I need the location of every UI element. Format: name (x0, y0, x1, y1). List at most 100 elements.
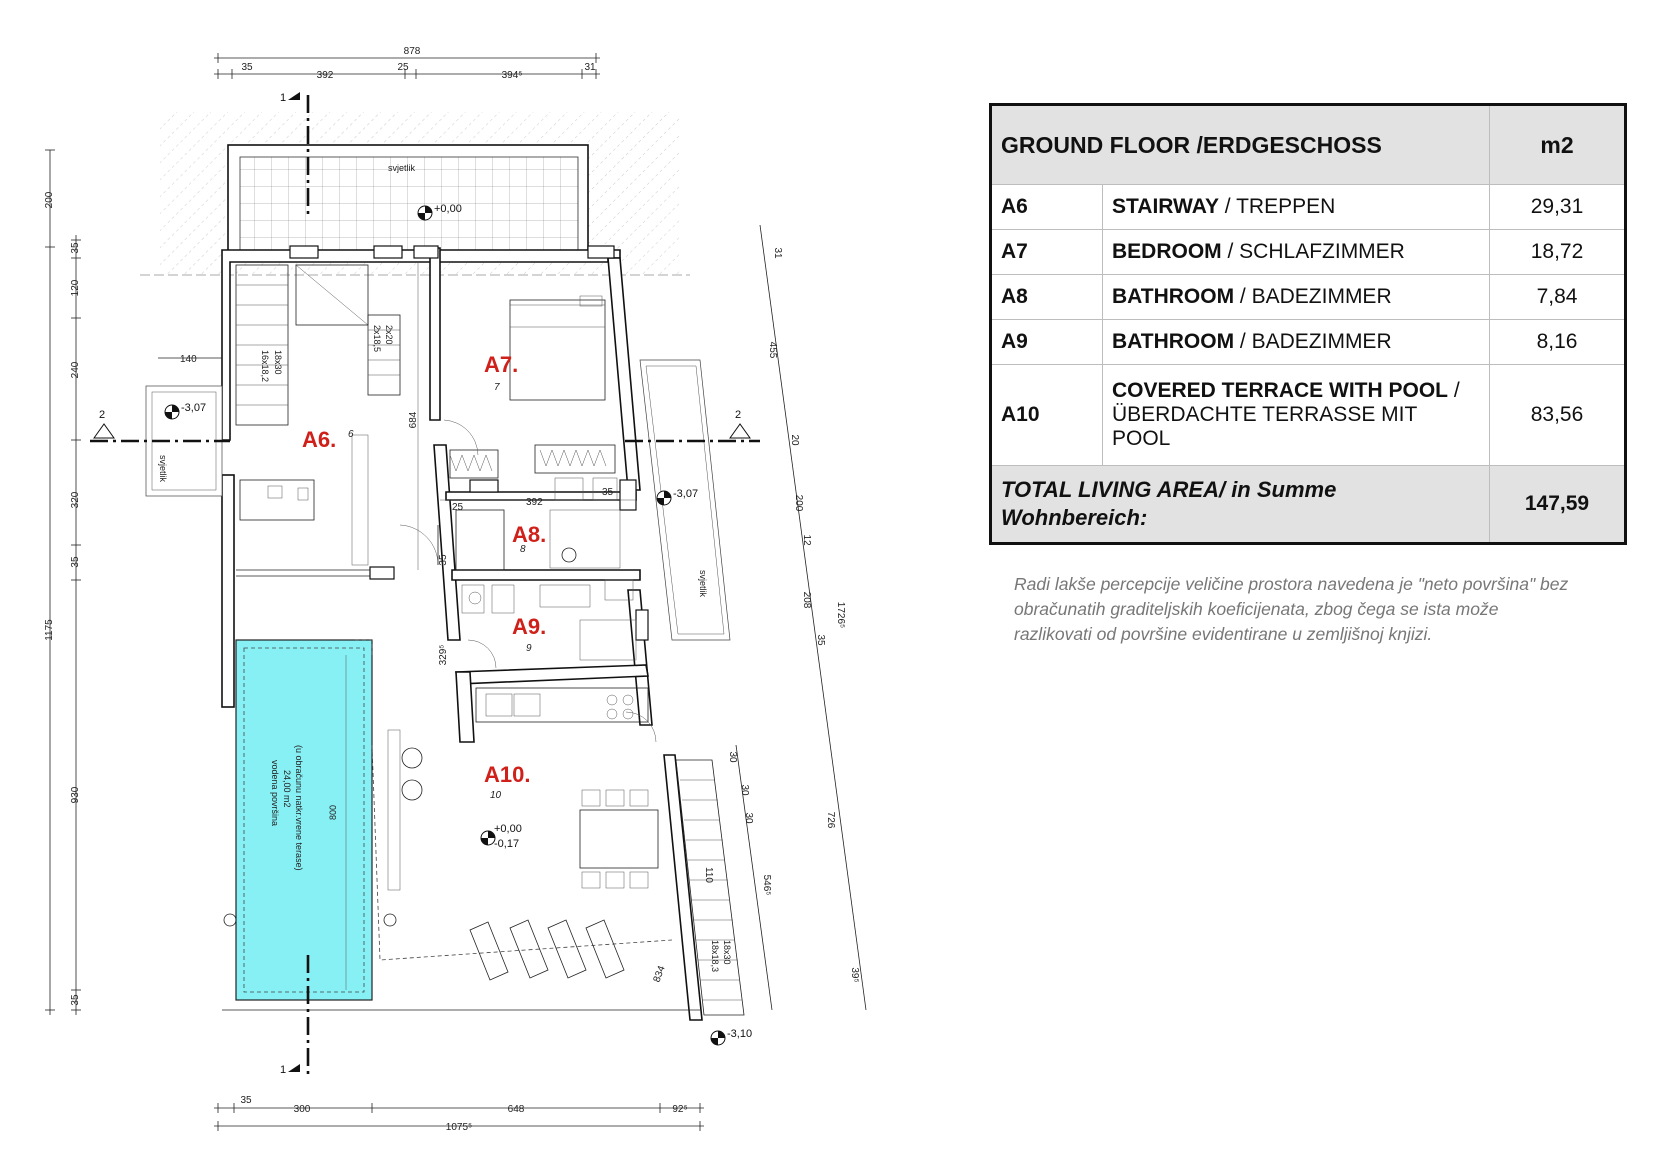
dim-top-3: 25 (397, 62, 409, 73)
skylight-top: svjetlik (227, 144, 589, 256)
area-note: Radi lakše percepcije veličine prostora … (1014, 574, 1569, 644)
building-walls (221, 245, 703, 1021)
level-left-skylight: -3,07 (181, 402, 206, 414)
terrace-a10 (222, 729, 700, 1011)
row-area: 18,72 (1489, 229, 1626, 275)
a8-fixtures (455, 477, 621, 571)
room-code-a7: A7. (484, 352, 518, 377)
table-row: A8 BATHROOM / BADEZIMMER 7,84 (990, 274, 1626, 320)
room-code-a6: A6. (302, 427, 336, 452)
a6-furniture (239, 434, 439, 566)
section-2-right-mark: 2 (735, 409, 741, 421)
dim-inner-30c: 30 (743, 812, 754, 824)
row-name: BATHROOM / BADEZIMMER (1102, 274, 1490, 320)
dim-right-inner-2: 455 (767, 342, 778, 359)
row-name-en: BATHROOM (1112, 285, 1235, 308)
row-area: 7,84 (1489, 274, 1626, 320)
table-row: A9 BATHROOM / BADEZIMMER 8,16 (990, 319, 1626, 365)
stair-note-5: 18x30 (722, 940, 732, 965)
total-label: TOTAL LIVING AREA/ in Summe Wohnbereich: (990, 465, 1490, 544)
dim-right-inner-6: 208 (801, 592, 812, 609)
a7-furniture (443, 295, 616, 479)
row-name: BEDROOM / SCHLAFZIMMER (1102, 229, 1490, 275)
table-row: A7 BEDROOM / SCHLAFZIMMER 18,72 (990, 229, 1626, 275)
dim-inner-35b: 35 (438, 554, 449, 566)
section-2-left-mark: 2 (99, 409, 105, 421)
right-dimensions: 31 455 20 200 12 208 35 546⁵ 1726⁵ 726 3… (735, 224, 867, 1011)
stair-note-3: 2x20 (384, 325, 394, 345)
row-name: STAIRWAY / TREPPEN (1102, 184, 1490, 230)
pool-label-3: (u obračunu natkr.vrene terase) (294, 745, 304, 871)
area-table-header: GROUND FLOOR /ERDGESCHOSS m2 (990, 104, 1626, 185)
dim-bottom-overall: 1075⁵ (446, 1122, 472, 1133)
row-name-de: / TREPPEN (1218, 195, 1336, 218)
level-terrace-top: +0,00 (494, 823, 522, 835)
dim-bottom-1: 35 (240, 1095, 252, 1106)
level-stair-bottom: -3,10 (727, 1028, 752, 1040)
row-name-de: / BADEZIMMER (1234, 285, 1392, 308)
dim-right-inner-5: 12 (801, 534, 812, 546)
inner-dimensions: 140 684 25 392 35 35 329⁵ 110 834 30 30 … (158, 262, 754, 984)
total-area: 147,59 (1489, 465, 1626, 544)
row-name-en: BATHROOM (1112, 330, 1235, 353)
dim-left-outer-1: 200 (44, 191, 55, 208)
row-name-en: COVERED TERRACE WITH POOL (1112, 379, 1449, 402)
dim-inner-110: 110 (703, 867, 714, 883)
dim-right-inner-1: 31 (772, 247, 783, 259)
area-table: GROUND FLOOR /ERDGESCHOSS m2 A6 STAIRWAY… (989, 103, 1627, 545)
row-code: A7 (990, 229, 1103, 275)
row-name-de: / SCHLAFZIMMER (1221, 240, 1405, 263)
section-axes: 1 1 2 2 (90, 92, 760, 1076)
dim-right-inner-8: 546⁵ (761, 875, 772, 896)
row-name-de: / BADEZIMMER (1234, 330, 1392, 353)
skylight-left-label: svjetlik (158, 455, 168, 483)
dim-inner-35a: 35 (602, 487, 614, 498)
stair-note-2: 16x18,2 (260, 350, 270, 382)
pool: vodena površina 24,00 m2 (u obračunu nat… (223, 639, 397, 1001)
a9-fixtures (461, 579, 637, 669)
top-dimensions: 878 35 392 25 394⁵ 31 (214, 46, 600, 81)
dim-inner-140: 140 (180, 354, 197, 365)
dim-left-inner-6: 930 (70, 786, 81, 803)
dim-inner-25: 25 (452, 502, 464, 513)
stair-a6: 18x30 16x18,2 2x20 2x18,5 (235, 264, 401, 426)
skylight-right: svjetlik (639, 359, 731, 641)
dim-inner-3295: 329⁵ (438, 645, 449, 666)
pool-label-1: vodena površina (270, 760, 280, 826)
row-name: COVERED TERRACE WITH POOL / ÜBERDACHTE T… (1102, 364, 1490, 466)
dim-left-outer-2: 1175 (44, 619, 55, 641)
bottom-dimensions: 35 300 648 92⁵ 1075⁵ (214, 1095, 704, 1133)
room-num-a8: 8 (520, 544, 526, 555)
dim-left-inner-3: 240 (70, 361, 81, 378)
dim-inner-30a: 30 (727, 751, 738, 763)
room-num-a10: 10 (490, 790, 502, 801)
section-1-bottom-mark: 1 (280, 1064, 286, 1076)
dim-right-inner-3: 20 (789, 434, 800, 446)
dim-top-1: 35 (241, 62, 253, 73)
table-row: A6 STAIRWAY / TREPPEN 29,31 (990, 184, 1626, 230)
section-1-top-mark: 1 (280, 92, 286, 104)
dim-top-overall: 878 (404, 46, 421, 57)
row-area: 29,31 (1489, 184, 1626, 230)
room-labels: A6. 6 A7. 7 A8. 8 A9. 9 A10. 10 (302, 352, 546, 801)
skylight-label: svjetlik (388, 163, 416, 173)
row-name-en: BEDROOM (1112, 240, 1222, 263)
dim-left-inner-2: 120 (70, 279, 81, 296)
level-skylight: +0,00 (434, 203, 462, 215)
row-name-de: / ÜBERDACHTE TERRASSE MIT POOL (1112, 379, 1460, 450)
area-table-title: GROUND FLOOR /ERDGESCHOSS (990, 104, 1490, 185)
kitchen-counter (475, 687, 657, 743)
dim-left-inner-5: 35 (70, 556, 81, 568)
dim-right-inner-7: 35 (815, 634, 826, 646)
room-code-a8: A8. (512, 522, 546, 547)
dim-inner-684: 684 (408, 411, 419, 428)
room-code-a9: A9. (512, 614, 546, 639)
row-area: 83,56 (1489, 364, 1626, 466)
dim-inner-834: 834 (652, 964, 668, 984)
dim-bottom-2: 300 (294, 1104, 311, 1115)
dim-bottom-3: 648 (508, 1104, 525, 1115)
row-code: A6 (990, 184, 1103, 230)
row-area: 8,16 (1489, 319, 1626, 365)
pool-dim-800: 800 (328, 805, 338, 820)
left-dimensions: 200 1175 35 120 240 320 35 930 35 (44, 149, 81, 1015)
